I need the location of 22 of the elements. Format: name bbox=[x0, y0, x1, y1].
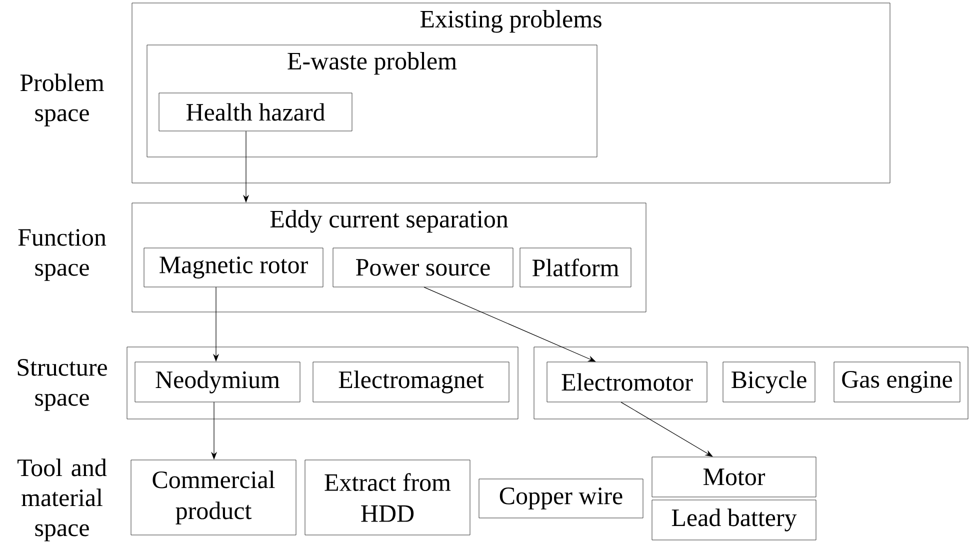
text-box: Platform bbox=[520, 248, 632, 288]
text-box: Copper wire bbox=[478, 478, 644, 518]
space-label: Problem space bbox=[20, 74, 104, 126]
space-label: Tool and material space bbox=[18, 458, 107, 542]
text-box: Gas engine bbox=[834, 362, 960, 402]
text-box: Bicycle bbox=[722, 362, 816, 402]
text-box: Extract from HDD bbox=[304, 460, 470, 536]
space-label: Structure space bbox=[18, 359, 107, 411]
text-box: Commercial product bbox=[130, 460, 296, 536]
arrow bbox=[620, 402, 713, 457]
text-box: Motor bbox=[652, 456, 816, 498]
text-box: Power source bbox=[332, 248, 514, 288]
text-box: Electromagnet bbox=[312, 362, 510, 402]
text-box: Electromotor bbox=[546, 362, 708, 402]
empty-box bbox=[126, 346, 518, 420]
text-box: Neodymium bbox=[134, 362, 300, 402]
empty-box bbox=[534, 346, 968, 420]
text-box: Lead battery bbox=[652, 500, 816, 540]
text-box: Health hazard bbox=[158, 92, 352, 132]
arrow bbox=[424, 286, 596, 362]
text-box: Magnetic rotor bbox=[144, 248, 324, 288]
space-label: Function space bbox=[18, 229, 106, 281]
